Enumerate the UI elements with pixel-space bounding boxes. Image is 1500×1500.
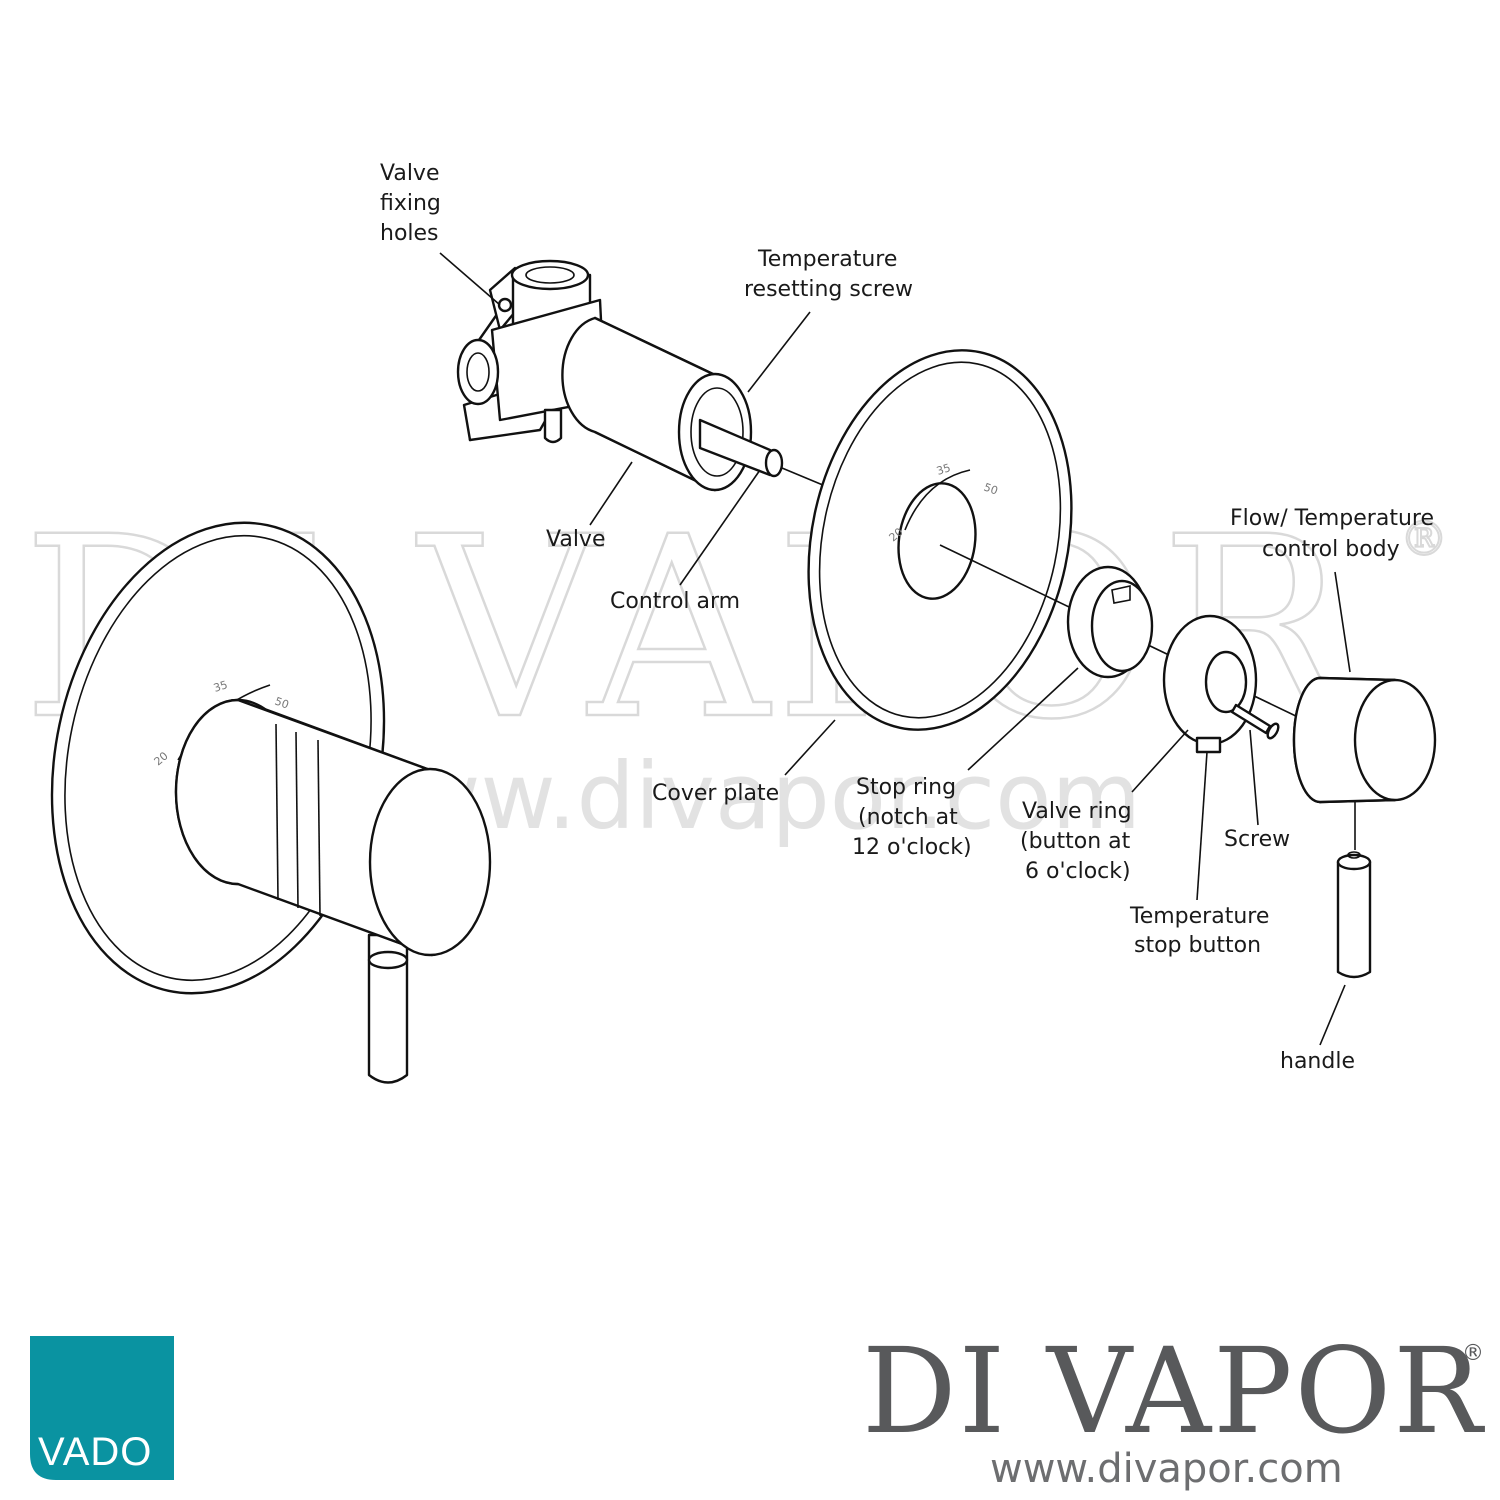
stop-ring-inner	[1090, 579, 1154, 673]
valve-cartridge-face-inner	[690, 387, 744, 477]
cover-scale-50: 50	[982, 481, 1000, 498]
label-handle: handle	[1280, 1049, 1355, 1074]
assembled-groove-1	[275, 723, 279, 901]
assembled-scale-35: 35	[212, 678, 229, 695]
label-valve: Valve	[546, 527, 606, 552]
vado-logo: VADO	[30, 1336, 174, 1480]
leader-lines	[439, 252, 1351, 1046]
label-valve-ring-2: (button at	[1020, 829, 1131, 854]
leader-valve-fixing-holes	[439, 252, 501, 306]
label-valve-ring-1: Valve ring	[1022, 799, 1132, 824]
stop-ring-notch	[1111, 585, 1131, 604]
label-screw: Screw	[1224, 827, 1290, 852]
valve-cartridge	[561, 316, 717, 492]
labels: Valve fixing holes Temperature resetting…	[380, 161, 1434, 1074]
handle-lever	[1336, 860, 1372, 979]
label-valve-fixing-holes-2: fixing	[380, 191, 441, 216]
valve-side-inlet-thread	[466, 352, 490, 392]
label-control-body-2: control body	[1262, 537, 1400, 562]
valve-assembly	[456, 259, 784, 492]
assembled-handle-lever	[367, 933, 409, 1084]
label-stop-ring-1: Stop ring	[856, 775, 956, 800]
screw-part	[1230, 703, 1280, 740]
valve-bottom-stub	[543, 408, 563, 444]
label-valve-ring-3: 6 o'clock)	[1025, 859, 1131, 884]
control-body-part	[1292, 676, 1437, 804]
handle-pin	[1347, 851, 1361, 859]
label-stop-ring-3: 12 o'clock)	[852, 835, 972, 860]
leader-valve	[589, 461, 633, 526]
valve-side-inlet	[456, 338, 500, 406]
valve-ring-hole	[1204, 650, 1248, 714]
brand-name: DI VAPOR	[862, 1322, 1485, 1460]
cover-plate-part: 20 35 50	[807, 349, 1073, 731]
watermark-registered: ®	[1400, 511, 1448, 567]
brand-footer: DI VAPOR ® www.divapor.com	[862, 1322, 1485, 1492]
label-valve-fixing-holes-1: Valve	[380, 161, 440, 186]
cover-plate-scale-arc	[904, 469, 971, 531]
label-temperature-stop-button-1: Temperature	[1129, 904, 1269, 929]
control-body-face	[1353, 678, 1437, 802]
leader-temperature-resetting-screw	[747, 311, 811, 393]
screw-head	[1266, 722, 1280, 740]
cover-scale-35: 35	[935, 461, 952, 478]
assembled-groove-2	[295, 731, 299, 909]
label-temperature-stop-button-2: stop button	[1134, 933, 1261, 958]
leader-valve-ring	[1131, 729, 1189, 793]
leader-stop-ring	[967, 667, 1079, 771]
handle-part	[1336, 851, 1372, 979]
vado-logo-text: VADO	[38, 1430, 152, 1474]
valve-top-inlet	[510, 259, 590, 291]
assembled-scale-50: 50	[273, 695, 291, 712]
brand-url: www.divapor.com	[990, 1446, 1343, 1492]
cover-plate-hole	[897, 482, 977, 600]
screw-shank	[1230, 703, 1272, 735]
label-control-body-1: Flow/ Temperature	[1230, 506, 1434, 531]
assembled-control-body-face	[368, 767, 492, 957]
assembled-handle-lever-top	[367, 950, 409, 970]
handle-top	[1336, 853, 1372, 871]
label-temperature-resetting-screw-2: resetting screw	[744, 277, 913, 302]
label-cover-plate: Cover plate	[652, 781, 779, 806]
temperature-stop-button	[1195, 736, 1222, 754]
label-stop-ring-2: (notch at	[858, 805, 958, 830]
vado-logo-box	[30, 1336, 174, 1480]
label-valve-fixing-holes-3: holes	[380, 221, 439, 246]
assembled-unit: 20 35 50	[50, 521, 492, 1084]
valve-top-inlet-thread	[525, 266, 575, 284]
cover-plate-rim	[818, 361, 1062, 719]
brand-registered: ®	[1462, 1341, 1484, 1366]
label-temperature-resetting-screw-1: Temperature	[757, 247, 897, 272]
label-control-arm: Control arm	[610, 589, 740, 614]
leader-handle	[1319, 984, 1346, 1046]
leader-control-arm	[679, 469, 761, 586]
valve-fixing-hole	[497, 297, 513, 313]
leader-temperature-stop-button	[1196, 751, 1208, 901]
leader-control-body	[1334, 571, 1351, 673]
control-arm-tip	[764, 448, 784, 478]
assembled-groove-3	[317, 739, 321, 917]
leader-screw	[1249, 729, 1259, 826]
stop-ring-part	[1066, 565, 1154, 679]
assembled-control-body	[174, 698, 434, 957]
leader-cover-plate	[784, 719, 836, 776]
